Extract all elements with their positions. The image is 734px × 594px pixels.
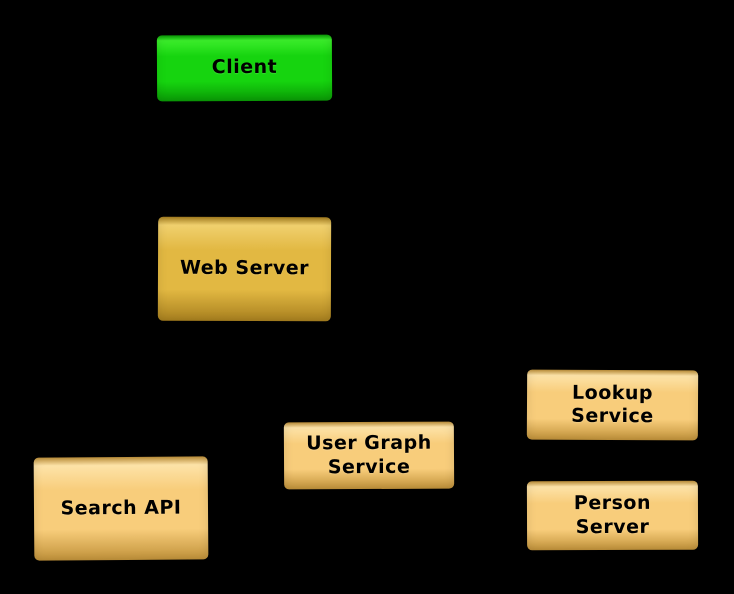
- node-search-api: Search API: [33, 456, 209, 561]
- node-search-api-label: Search API: [60, 496, 182, 520]
- node-person-server-label: Person Server: [573, 492, 652, 538]
- node-lookup-service-label: Lookup Service: [571, 381, 654, 428]
- node-user-graph-service: User Graph Service: [283, 421, 455, 490]
- node-web-server: Web Server: [157, 216, 332, 322]
- node-web-server-label: Web Server: [179, 257, 310, 280]
- node-lookup-service: Lookup Service: [526, 369, 699, 441]
- node-person-server: Person Server: [526, 480, 699, 551]
- node-client: Client: [156, 34, 333, 102]
- node-client-label: Client: [211, 56, 278, 79]
- node-user-graph-service-label: User Graph Service: [306, 431, 432, 478]
